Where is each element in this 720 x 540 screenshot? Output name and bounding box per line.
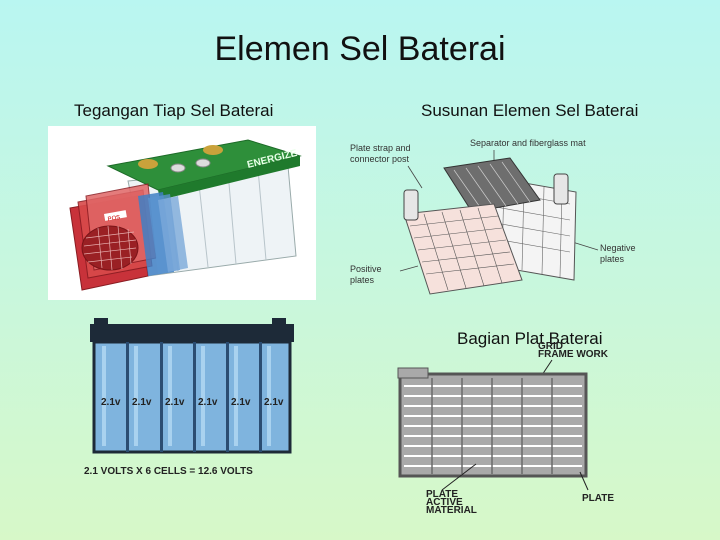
cell-voltage-5: 2.1v <box>231 397 251 408</box>
plate-label: PLATE <box>582 493 614 504</box>
negative-label-2: plates <box>600 254 625 264</box>
frame-work-label: FRAME WORK <box>538 349 609 360</box>
cell-voltage-caption: 2.1 VOLTS X 6 CELLS = 12.6 VOLTS <box>84 466 253 477</box>
cell-voltage-1: 2.1v <box>101 397 121 408</box>
cell-voltage-drawing: 2.1v 2.1v 2.1v 2.1v 2.1v 2.1v 2.1 VOLTS … <box>84 318 294 477</box>
separator-label: Separator and fiberglass mat <box>470 138 586 148</box>
plate-active-label-3: MATERIAL <box>426 505 477 516</box>
element-arrangement-drawing: Plate strap and connector post Separator… <box>350 138 636 295</box>
negative-label: Negative <box>600 243 636 253</box>
cell-voltage-3: 2.1v <box>165 397 185 408</box>
cell-voltage-6: 2.1v <box>264 397 284 408</box>
plate-tag: POS <box>107 215 121 223</box>
battery-cutaway-drawing: ENERGIZE POS <box>69 139 302 291</box>
plate-active-label-2: ACTIVE <box>426 497 463 508</box>
cell-voltage-4: 2.1v <box>198 397 218 408</box>
plate-parts-image: GRID FRAME WORK PLATE ACTIVE MATERIAL PL… <box>392 338 642 520</box>
slide-title: Elemen Sel Baterai <box>214 30 506 68</box>
positive-label: Positive <box>350 264 382 274</box>
element-arrangement-image: Plate strap and connector post Separator… <box>344 130 654 315</box>
strap-label-2: connector post <box>350 154 410 164</box>
grid-label: GRID <box>538 341 563 352</box>
right-heading: Susunan Elemen Sel Baterai <box>421 101 639 120</box>
plate-parts-drawing: GRID FRAME WORK PLATE ACTIVE MATERIAL PL… <box>397 341 614 516</box>
cell-voltage-2: 2.1v <box>132 397 152 408</box>
strap-label: Plate strap and <box>350 143 411 153</box>
positive-label-2: plates <box>350 275 375 285</box>
plate-active-label-1: PLATE <box>426 489 458 500</box>
cell-voltage-image: 2.1v 2.1v 2.1v 2.1v 2.1v 2.1v 2.1 VOLTS … <box>76 316 316 486</box>
plate-parts-heading: Bagian Plat Baterai <box>457 329 603 348</box>
battery-cutaway-image: ENERGIZE POS <box>48 126 316 300</box>
left-heading: Tegangan Tiap Sel Baterai <box>74 101 274 120</box>
